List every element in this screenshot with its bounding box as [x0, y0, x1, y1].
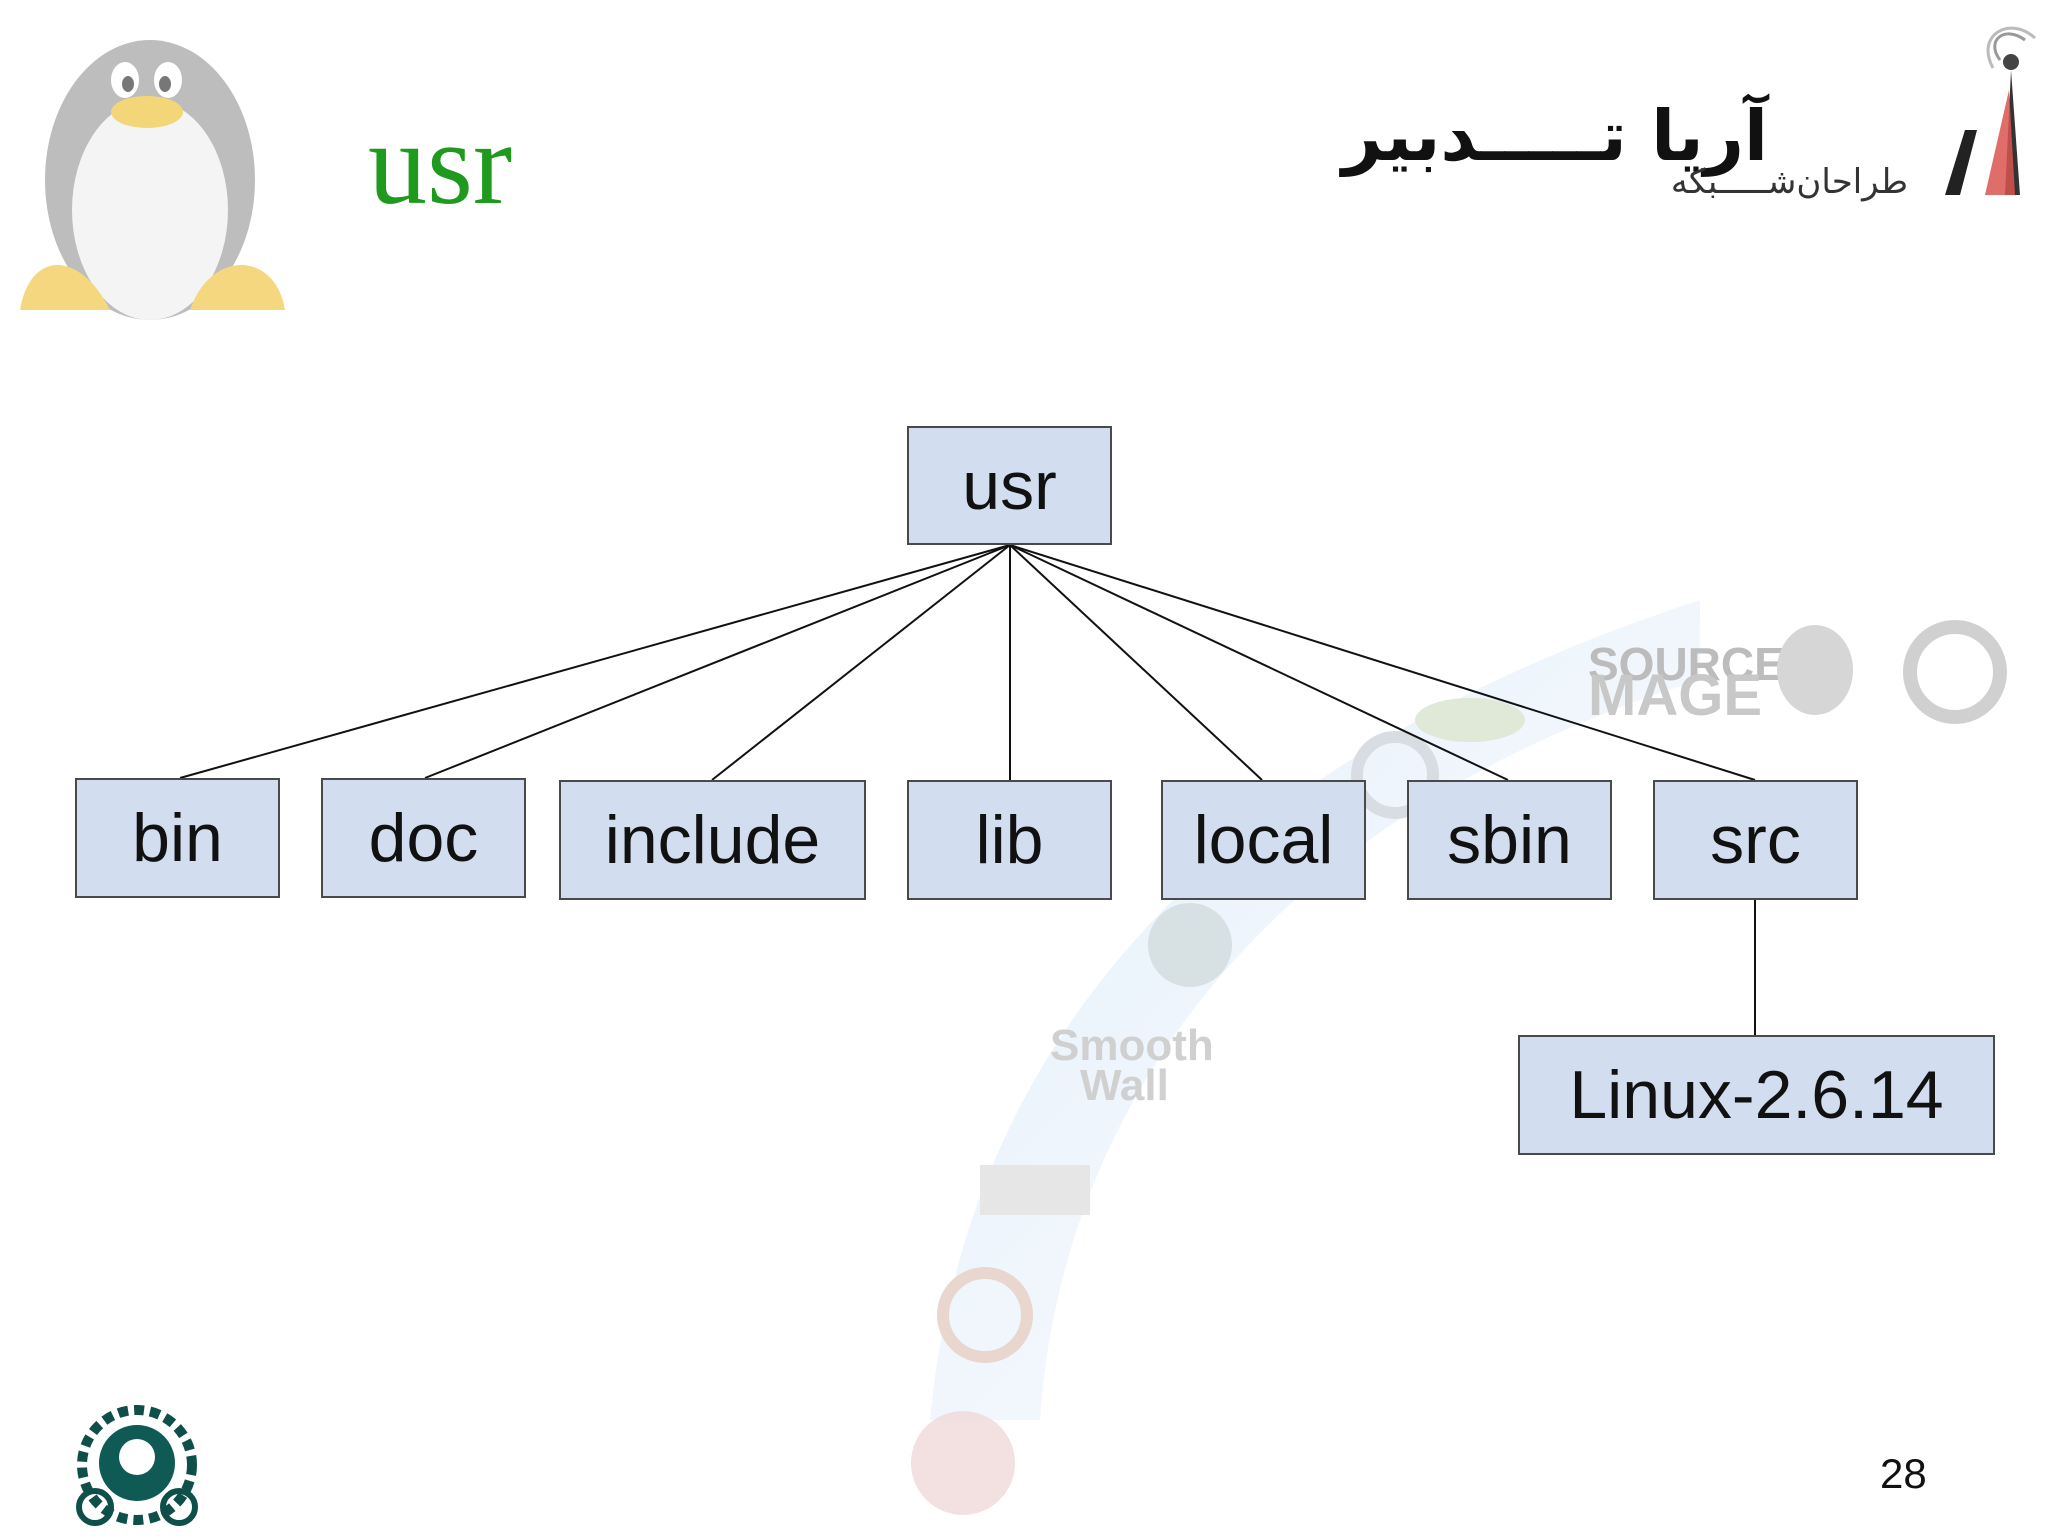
node-src: src: [1653, 780, 1858, 900]
node-linux-2-6-14: Linux-2.6.14: [1518, 1035, 1995, 1155]
tux-penguin-icon: [20, 40, 285, 320]
aria-tadbir-logo-icon: [1945, 26, 2037, 195]
svg-text:Smooth: Smooth: [1050, 1021, 1214, 1070]
svg-text:MAGE: MAGE: [1588, 663, 1762, 728]
logo-main-text: آریا تـــــدبیر: [1342, 95, 1768, 177]
svg-text:SOURCE: SOURCE: [1588, 638, 1785, 690]
logo-sub-text: طراحان‌شـــــبکه: [1670, 162, 1908, 202]
page-number: 28: [1880, 1450, 1927, 1497]
node-lib: lib: [907, 780, 1112, 900]
node-sbin: sbin: [1407, 780, 1612, 900]
node-doc: doc: [321, 778, 526, 898]
svg-text:Wall: Wall: [1080, 1061, 1169, 1110]
node-local: local: [1161, 780, 1366, 900]
node-include: include: [559, 780, 866, 900]
node-bin: bin: [75, 778, 280, 898]
node-usr: usr: [907, 426, 1112, 545]
slide-title: usr: [368, 98, 513, 229]
university-emblem-icon: [76, 1405, 198, 1526]
